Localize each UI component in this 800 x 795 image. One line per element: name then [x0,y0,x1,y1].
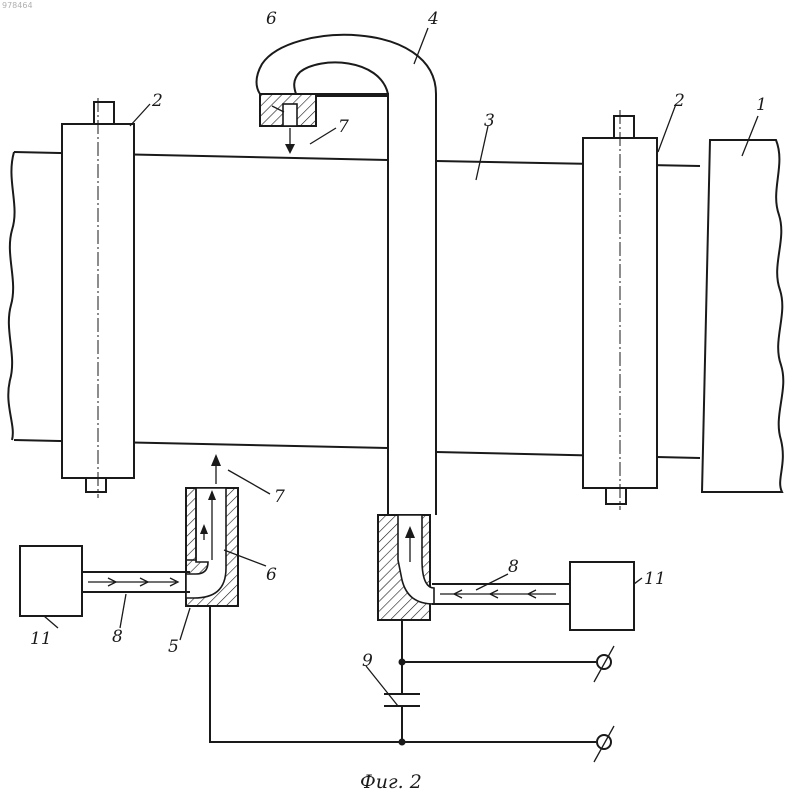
label-2-right: 2 [673,91,685,111]
left-nozzle-5 [186,454,238,606]
label-9: 9 [362,651,373,671]
left-feed-pipe-8 [82,572,190,592]
corner-code: 978464 [2,1,33,10]
label-3: 3 [484,111,495,131]
left-source-box-11 [20,546,82,616]
label-8-left: 8 [112,627,123,647]
circuit [210,606,614,762]
label-6-top: 6 [266,9,277,29]
label-6-bottom: 6 [266,565,277,585]
right-source-box-11 [570,562,634,630]
roller-right-2 [583,110,657,510]
top-nozzle-6 [260,94,388,154]
label-11-left: 11 [30,629,52,649]
label-7-bottom: 7 [274,487,285,507]
right-nozzle [378,515,434,620]
element-1-block [702,140,783,492]
label-1: 1 [756,95,767,115]
label-4: 4 [427,9,439,29]
label-2-left: 2 [151,91,163,111]
roller-left-2 [62,98,134,498]
label-8-right: 8 [508,557,519,577]
label-7-top: 7 [338,117,349,137]
right-feed-pipe-8 [432,584,570,604]
label-11-right: 11 [644,569,666,589]
figure-caption: Фиг. 2 [360,771,422,793]
label-5: 5 [168,637,179,657]
